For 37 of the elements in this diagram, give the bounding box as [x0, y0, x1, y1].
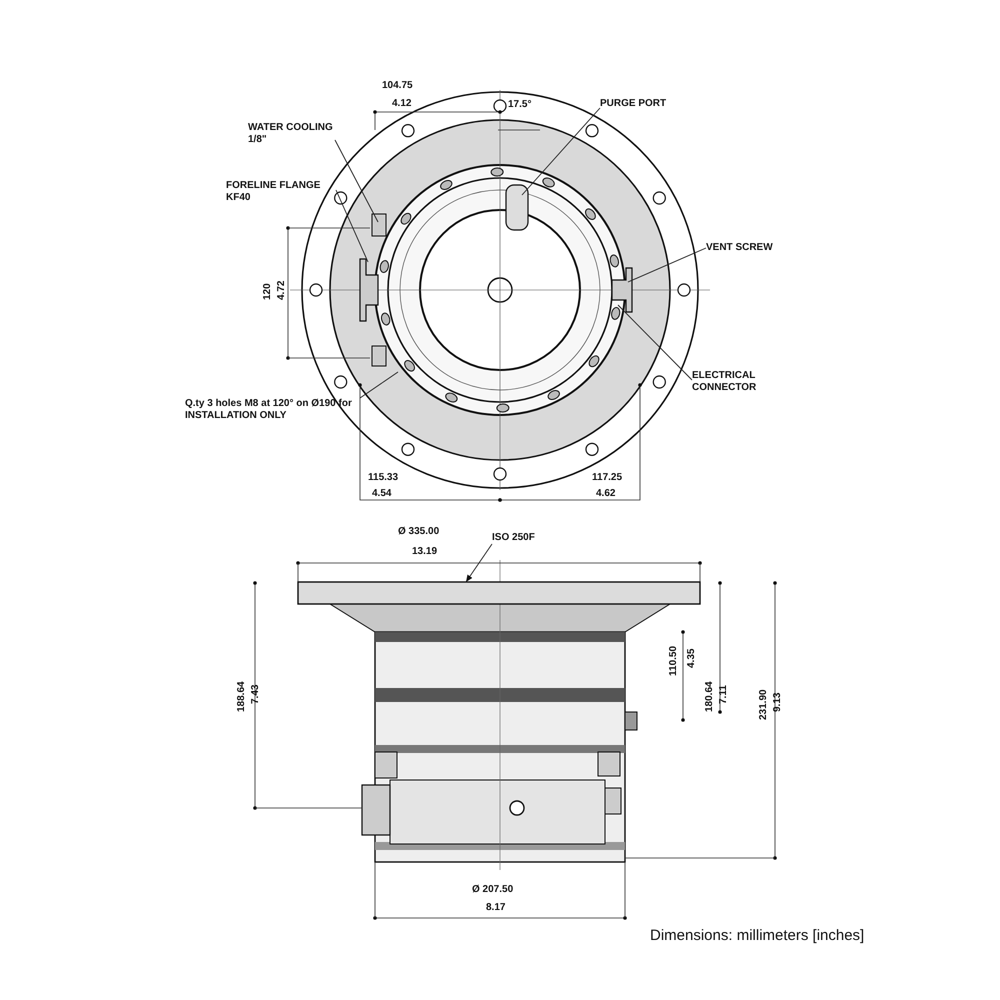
dimension-label: 13.19 — [412, 546, 438, 558]
dimension-label: 4.54 — [372, 488, 392, 500]
dimension-label: 120 — [262, 283, 274, 300]
leader-line — [628, 248, 706, 282]
dimension-label: 117.25 — [592, 472, 622, 484]
callout-text: PURGE PORT — [600, 98, 720, 110]
flange-plate — [297, 581, 701, 605]
dimension-label: 104.75 — [382, 80, 413, 92]
dimension-label: 188.64 — [236, 681, 248, 712]
dimension-label: 4.35 — [686, 648, 698, 668]
dimension-label: 9.13 — [772, 692, 784, 712]
leader-line — [466, 544, 492, 582]
caption-text: Dimensions: millimeters [inches] — [650, 930, 864, 942]
leader-line — [360, 372, 398, 398]
callout-text: ELECTRICAL CONNECTOR — [692, 370, 802, 394]
leader-line — [618, 304, 692, 380]
dimension-label: 4.12 — [392, 98, 412, 110]
leader-line — [336, 190, 368, 262]
callout-text: FORELINE FLANGE KF40 — [226, 180, 336, 204]
dimension-label: Ø 335.00 — [398, 526, 440, 538]
dimension-label: 7.11 — [718, 685, 730, 704]
note-text: Q.ty 3 holes M8 at 120° on Ø190 for INSTALLATION ONLY — [185, 398, 385, 422]
dimension-label: Ø 207.50 — [472, 884, 514, 896]
dimension-label: 110.50 — [668, 646, 680, 676]
dimension-label: 231.90 — [758, 689, 770, 720]
dimension-label: 7.43 — [250, 684, 262, 704]
dimension-label: 17.5° — [508, 99, 532, 111]
dimension-label: 115.33 — [368, 472, 398, 484]
callout-text: VENT SCREW — [706, 242, 806, 254]
dimension-label: 4.72 — [276, 280, 288, 300]
callout-text: WATER COOLING 1/8" — [248, 122, 343, 146]
callout-text: ISO 250F — [492, 532, 572, 544]
leader-line — [522, 108, 600, 196]
leader-line — [334, 140, 378, 222]
dimension-label: 8.17 — [486, 902, 506, 914]
dimension-label: 4.62 — [596, 488, 616, 500]
dimension-label: 180.64 — [704, 681, 716, 712]
